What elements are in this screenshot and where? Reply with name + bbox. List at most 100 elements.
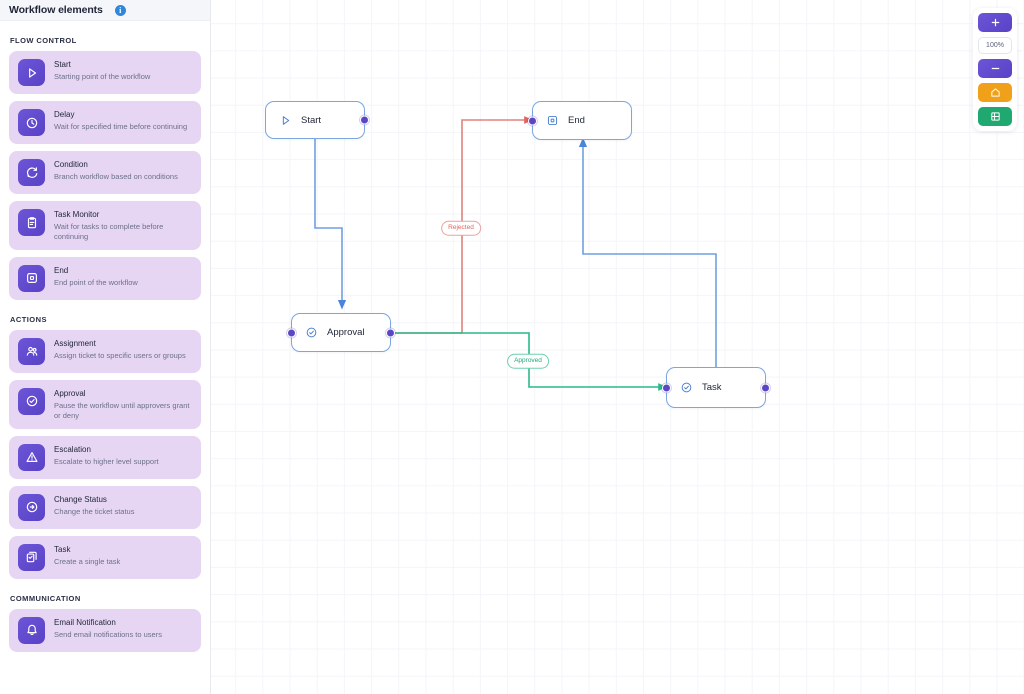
element-description: Create a single task [54,556,121,566]
bell-icon-tile [18,616,45,644]
plus-icon [991,18,999,27]
element-title: Task [54,544,71,554]
node-handle-right[interactable] [386,328,395,337]
node-icon-wrap [279,114,301,127]
node-end[interactable]: End [528,101,632,140]
play-icon-tile [18,59,45,86]
section-label-actions: ACTIONS [10,314,47,324]
node-handle-left[interactable] [528,116,537,125]
grid-icon [990,112,1000,121]
refresh-icon [26,166,37,178]
element-description: Wait for tasks to complete before contin… [54,222,164,241]
play-icon [279,114,292,127]
fit-view-home-button[interactable] [978,83,1012,102]
node-icon-wrap [680,381,702,394]
warning-icon-tile [18,443,45,471]
info-icon[interactable]: i [114,4,126,16]
element-description: Change the ticket status [54,506,135,516]
element-title: Assignment [54,338,96,348]
node-label: Task [702,382,722,393]
node-approval[interactable]: Approval [287,313,395,352]
clipboard-icon-tile [18,209,45,236]
square-stop-icon-tile [18,264,45,292]
check-circle-icon [680,381,693,394]
element-title: Delay [54,110,75,119]
node-label: Approval [327,327,365,338]
sidebar-header: Workflow elements i [0,0,210,21]
clock-icon-tile [18,109,45,136]
warning-icon [25,452,38,463]
element-title: Start [54,60,71,69]
node-icon-wrap [546,114,568,127]
element-description: Starting point of the workflow [54,72,151,81]
node-label: End [568,115,585,126]
check-circle-icon [26,396,37,407]
edge-start-approval[interactable] [314,139,347,310]
users-icon [26,347,37,356]
square-stop-icon [547,115,558,126]
bell-icon [26,624,37,636]
element-title: Approval [54,388,86,398]
node-start[interactable]: Start [265,101,369,139]
element-title: Email Notification [54,617,116,627]
element-title: Escalation [54,444,91,454]
element-description: Escalate to higher level support [54,456,159,466]
element-title: Condition [54,160,88,169]
page-title: Workflow elements [9,4,103,16]
zoom-out-button[interactable] [978,59,1012,78]
edge-label-rejected[interactable]: Rejected [441,220,481,236]
section-label-communication: COMMUNICATION [10,593,81,603]
element-description: Wait for specified time before continuin… [54,122,188,131]
section-label-flow-control: FLOW CONTROL [10,36,77,45]
zoom-controls-panel: 100% [973,8,1017,131]
clipboard-icon [27,216,36,228]
square-stop-icon [26,273,37,284]
element-description: Pause the workflow until approvers grant… [54,400,190,420]
element-title: End [54,265,69,275]
edge-label-approved[interactable]: Approved [507,353,549,369]
node-handle-left[interactable] [662,383,671,392]
node-icon-wrap [305,326,327,339]
element-description: Send email notifications to users [54,629,162,639]
clock-icon [26,117,37,128]
node-task[interactable]: Task [662,367,770,408]
node-handle-right[interactable] [761,383,770,392]
edge-task-end[interactable] [578,137,717,367]
minus-icon [991,67,999,70]
node-handle-right[interactable] [360,115,369,125]
auto-layout-grid-button[interactable] [978,107,1012,126]
check-circle-icon [681,382,692,393]
arrow-circle-icon-tile [18,493,45,521]
element-title: Change Status [54,494,107,504]
zoom-in-button[interactable] [978,13,1012,32]
check-circle-icon-tile [18,387,45,415]
arrow-circle-icon [26,501,37,513]
check-circle-icon [306,327,317,338]
zoom-level-display[interactable]: 100% [978,37,1012,54]
play-icon [282,115,290,125]
copy-task-icon [26,551,37,563]
check-circle-icon [305,326,318,339]
play-icon [28,67,36,78]
element-title: Task Monitor [54,210,100,219]
element-description: Branch workflow based on conditions [54,172,178,181]
element-description: End point of the workflow [54,277,138,287]
node-label: Start [301,114,322,126]
home-icon [990,88,1000,97]
node-handle-left[interactable] [287,328,296,337]
